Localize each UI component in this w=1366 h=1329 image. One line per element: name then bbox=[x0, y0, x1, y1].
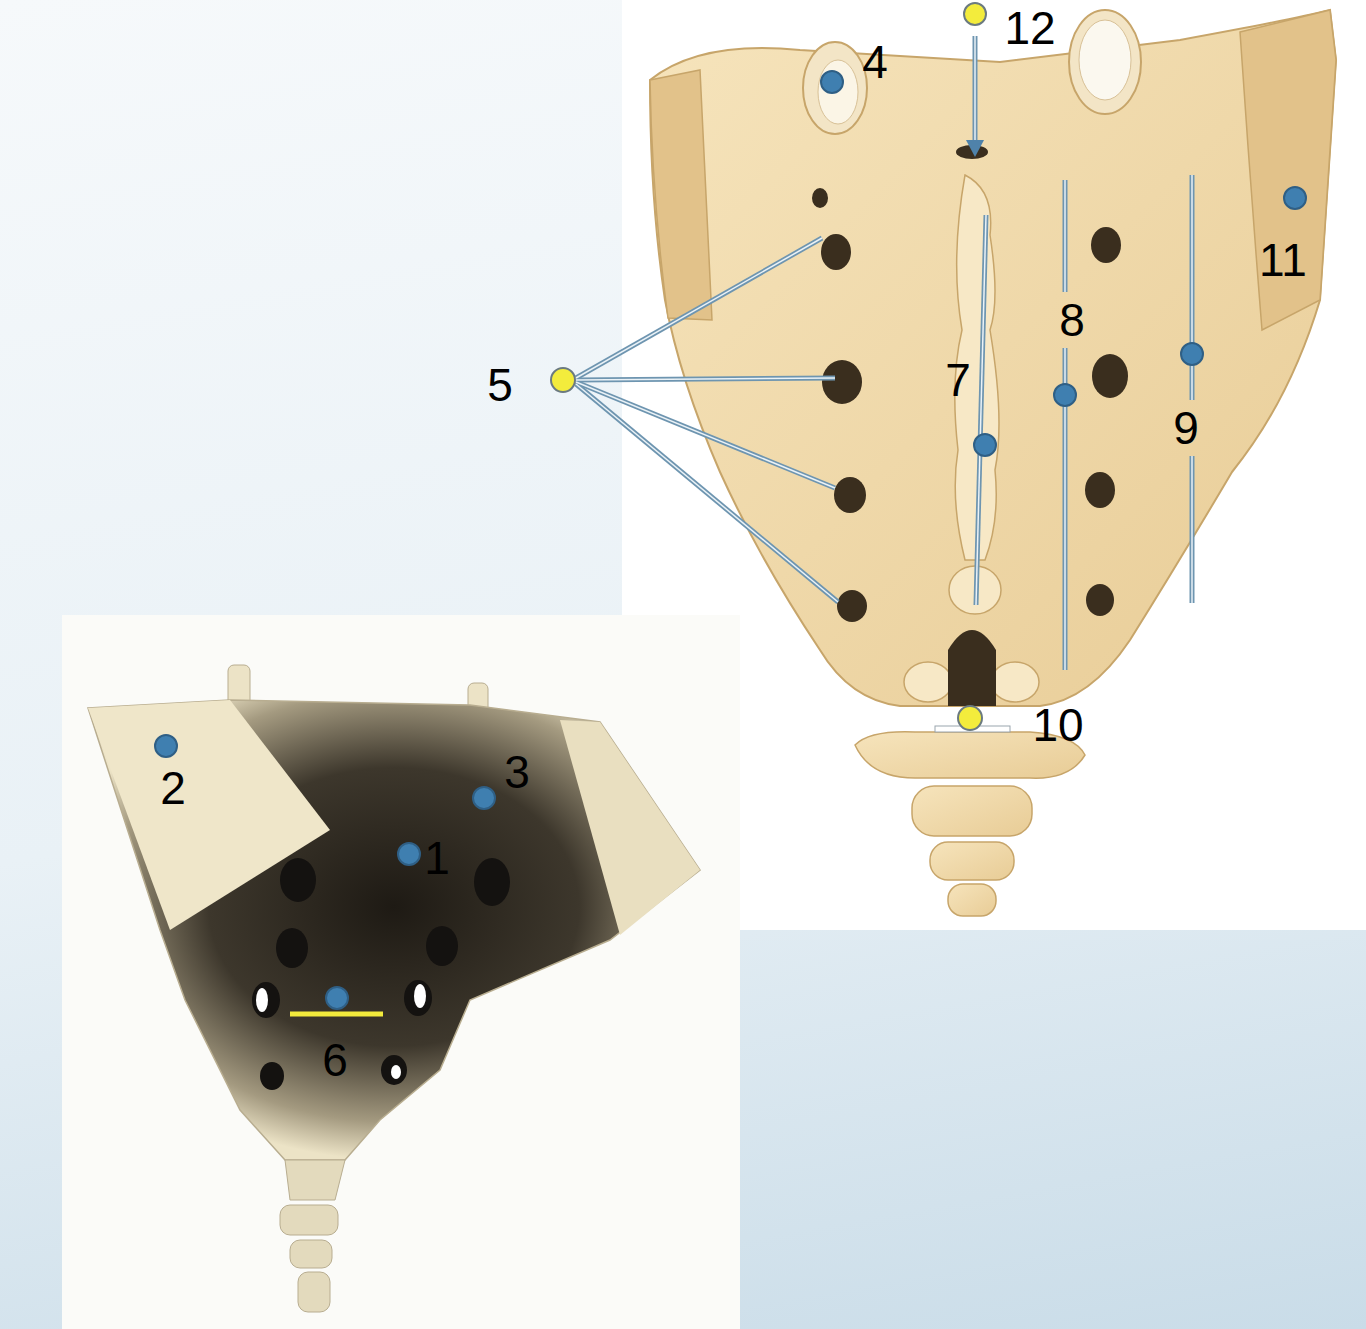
leader-outline bbox=[576, 36, 1192, 670]
callout-number: 1 bbox=[424, 835, 450, 881]
callout-number: 5 bbox=[487, 362, 513, 408]
foramen bbox=[276, 928, 308, 968]
callout-number: 4 bbox=[862, 39, 888, 85]
leader-line bbox=[1063, 180, 1068, 292]
leader-line bbox=[974, 36, 976, 140]
arrow-head bbox=[966, 140, 984, 157]
foramen bbox=[822, 360, 862, 404]
foramen bbox=[252, 982, 280, 1018]
leader-line bbox=[576, 238, 822, 378]
sacrum-posterior bbox=[650, 10, 1336, 916]
articular-process bbox=[803, 42, 867, 134]
foramen bbox=[812, 188, 828, 208]
marker-dot bbox=[398, 843, 420, 865]
leader-line bbox=[576, 378, 835, 380]
sacrum-body bbox=[650, 10, 1336, 706]
marker-dot bbox=[326, 987, 348, 1009]
callout-number: 11 bbox=[1259, 237, 1307, 283]
level-line bbox=[290, 1012, 383, 1017]
foramen bbox=[1092, 354, 1128, 398]
callout-number: 12 bbox=[1004, 5, 1055, 51]
sacrum-anterior bbox=[88, 665, 700, 1312]
callout-number: 2 bbox=[160, 765, 186, 811]
leader-line bbox=[1191, 175, 1193, 400]
foramen bbox=[260, 1062, 284, 1090]
foramen bbox=[1086, 584, 1114, 616]
leader-lines bbox=[290, 36, 1192, 1014]
marker-dots-yellow bbox=[551, 3, 986, 730]
coccyx-segment bbox=[280, 1205, 338, 1235]
leader-line bbox=[576, 382, 835, 488]
foramen bbox=[834, 477, 866, 513]
sacral-cornu bbox=[904, 662, 952, 702]
coccyx-segment bbox=[912, 786, 1032, 836]
callout-number: 8 bbox=[1059, 297, 1085, 343]
foramen bbox=[1085, 472, 1115, 508]
median-crest bbox=[904, 175, 1039, 702]
foramen bbox=[474, 858, 510, 906]
callout-number: 6 bbox=[322, 1037, 348, 1083]
sacrum-body bbox=[88, 700, 700, 1160]
coccyx-segment bbox=[298, 1272, 330, 1312]
coccyx-segment bbox=[948, 884, 996, 916]
leader-line bbox=[1190, 456, 1195, 603]
marker-dot bbox=[821, 71, 843, 93]
coccyx-segment bbox=[930, 842, 1014, 880]
leader-line bbox=[973, 36, 978, 140]
callout-number: 10 bbox=[1032, 702, 1083, 748]
marker-dot bbox=[958, 706, 982, 730]
marker-dot bbox=[155, 735, 177, 757]
leader-line bbox=[976, 215, 986, 605]
marker-dot bbox=[473, 787, 495, 809]
sacral-hiatus bbox=[948, 630, 996, 706]
articular-facet bbox=[818, 60, 858, 124]
marker-dot bbox=[551, 368, 575, 392]
auricular-surface bbox=[650, 70, 712, 320]
foramen-highlight bbox=[391, 1065, 401, 1079]
foramen bbox=[837, 590, 867, 622]
coccyx bbox=[280, 1160, 345, 1312]
marker-dots bbox=[155, 71, 1306, 1009]
coccyx-segment bbox=[285, 1160, 345, 1200]
marker-dot bbox=[974, 434, 996, 456]
auricular-surface bbox=[1240, 10, 1336, 330]
leader-line bbox=[576, 238, 822, 378]
ala bbox=[560, 720, 700, 935]
leader-line bbox=[976, 215, 986, 605]
leader-line bbox=[576, 382, 835, 488]
foramen bbox=[280, 858, 316, 902]
leader-line bbox=[1064, 180, 1066, 292]
marker-dot bbox=[1181, 343, 1203, 365]
foramen-highlight bbox=[256, 988, 268, 1012]
foramen-highlight bbox=[414, 984, 426, 1008]
callout-number: 9 bbox=[1173, 405, 1199, 451]
foramen bbox=[821, 234, 851, 270]
marker-dot bbox=[1284, 187, 1306, 209]
callout-number: 3 bbox=[504, 749, 530, 795]
coccyx-segment bbox=[290, 1240, 332, 1268]
foramina bbox=[252, 858, 510, 1090]
leader-line bbox=[576, 378, 835, 380]
foramen bbox=[404, 980, 432, 1016]
leader-line bbox=[576, 384, 838, 602]
marker-dot bbox=[964, 3, 986, 25]
sacral-cornu bbox=[991, 662, 1039, 702]
foramen bbox=[1091, 227, 1121, 263]
foramen bbox=[426, 926, 458, 966]
coccyx bbox=[855, 732, 1085, 916]
leader-inner bbox=[576, 36, 1192, 670]
marker-dot bbox=[1054, 384, 1076, 406]
articular-process bbox=[1069, 10, 1141, 114]
foramen bbox=[381, 1055, 407, 1085]
articular-facet bbox=[1079, 20, 1131, 100]
ala bbox=[88, 700, 330, 930]
leader-line bbox=[1191, 456, 1193, 603]
leader-line bbox=[576, 384, 838, 602]
leader-line bbox=[1190, 175, 1195, 400]
image-panel bbox=[62, 615, 740, 1329]
foramina bbox=[812, 188, 1128, 622]
callout-number: 7 bbox=[945, 357, 971, 403]
